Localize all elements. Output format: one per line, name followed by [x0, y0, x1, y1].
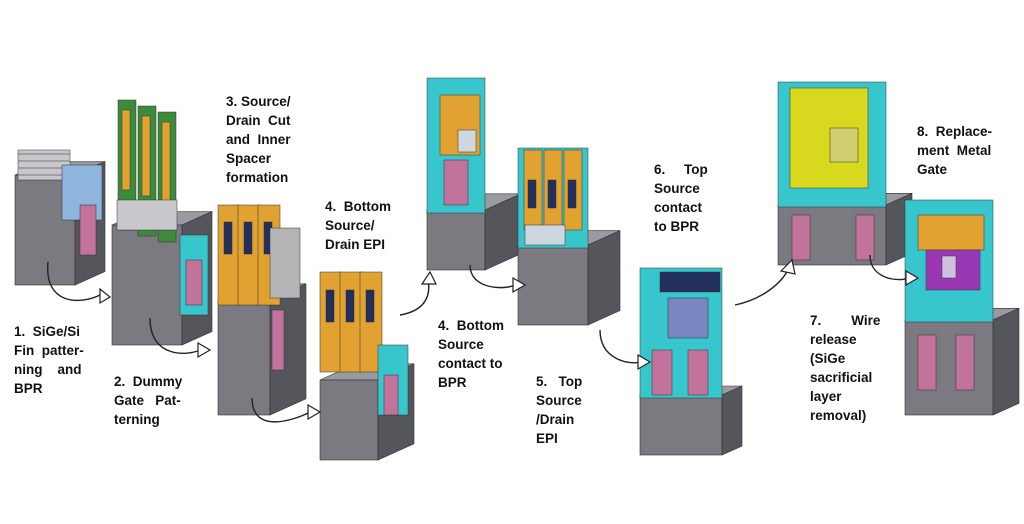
fin-stack	[116, 199, 178, 231]
side-fill	[269, 227, 301, 299]
wire-slot	[941, 255, 957, 279]
spacer-2	[237, 204, 261, 306]
bottom-epi	[524, 224, 566, 246]
inner-1	[325, 289, 335, 323]
wires	[457, 129, 477, 153]
step-3-structure	[217, 204, 307, 416]
bpr-rail-2	[855, 214, 875, 261]
arrow-1-2	[47, 261, 112, 305]
step-9-label: 8. Replace- ment Metal Gate	[917, 124, 993, 177]
inner-3	[365, 289, 375, 323]
bpr-rail	[791, 214, 811, 261]
inner-spacer-1	[223, 221, 233, 255]
arrow-5-6	[469, 264, 527, 294]
inner-2	[345, 289, 355, 323]
arrow-6-7	[599, 329, 652, 371]
step-2-structure	[111, 99, 213, 346]
step-8-structure	[777, 81, 913, 266]
step-5-label: 4. Bottom Source contact to BPR	[438, 318, 504, 390]
step-4-structure	[319, 271, 415, 461]
arrow-3-4	[251, 397, 322, 423]
step-8-label: 7. Wire release (SiGe sacrificial layer …	[810, 313, 881, 423]
inner-1	[527, 179, 537, 209]
arrow-2-3	[149, 317, 212, 359]
spacer-1	[217, 204, 241, 306]
gate-spacer-2	[141, 115, 151, 197]
step-7-structure	[639, 267, 743, 456]
bpr-rail	[79, 204, 97, 256]
arrow-7-8	[734, 258, 796, 306]
step-9-structure	[904, 199, 1020, 416]
step-2-label: 2. Dummy Gate Pat- terning	[114, 374, 183, 427]
step-4-label: 4. Bottom Source/ Drain EPI	[325, 199, 391, 252]
bpr-rail	[185, 259, 203, 306]
bpr-rail-2	[955, 334, 975, 391]
arrow-4-5	[399, 270, 437, 316]
bpr-rail	[271, 309, 285, 371]
bpr-rail-2	[687, 349, 709, 396]
step-1-label: 1. SiGe/Si Fin patter- ning and BPR	[14, 324, 84, 396]
step-5-structure	[426, 77, 522, 271]
step-1-structure	[14, 149, 106, 286]
inner-3	[567, 179, 577, 209]
metal-top	[917, 214, 985, 251]
gate-spacer-3	[161, 121, 171, 203]
inner-spacer-2	[243, 221, 253, 255]
step-7-label: 6. Top Source contact to BPR	[654, 162, 708, 234]
step-6-label: 5. Top Source /Drain EPI	[536, 374, 583, 446]
step-6-structure	[517, 147, 621, 326]
step-3-label: 3. Source/ Drain Cut and Inner Spacer fo…	[226, 94, 291, 185]
bpr-rail	[443, 159, 469, 206]
bpr-rail	[383, 374, 399, 416]
arrow-8-9	[869, 254, 920, 287]
wire-area	[829, 127, 859, 163]
bpr-rail	[917, 334, 937, 391]
gate-spacer-1	[121, 109, 131, 191]
gate-cavity	[667, 297, 709, 339]
inner-2	[547, 179, 557, 209]
top-contact	[659, 271, 721, 293]
bpr-rail	[651, 349, 673, 396]
